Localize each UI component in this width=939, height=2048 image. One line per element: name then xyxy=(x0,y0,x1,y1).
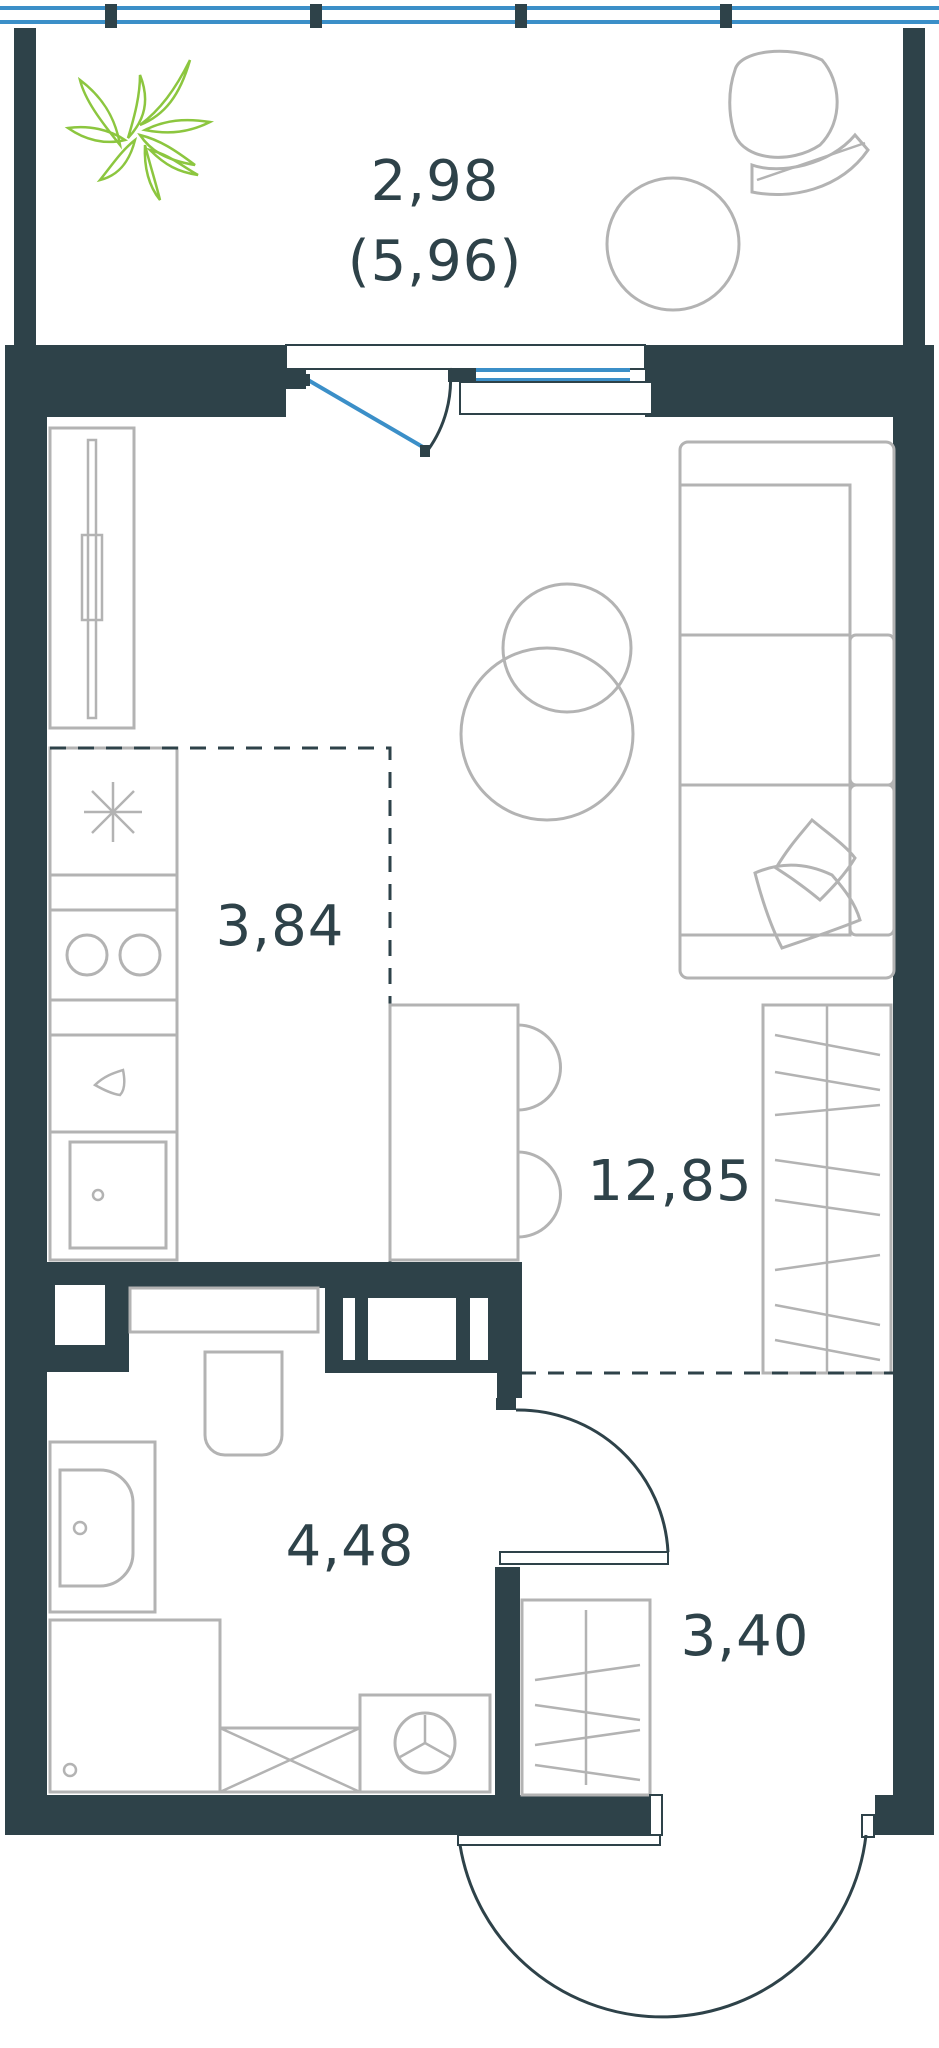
sink-icon xyxy=(48,1440,157,1614)
sofa-icon xyxy=(678,440,896,980)
hall-wardrobe-icon xyxy=(520,1598,652,1797)
dining-table-icon xyxy=(459,582,635,822)
balcony-chair-icon xyxy=(728,49,870,196)
shower-icon xyxy=(48,1618,222,1794)
bathroom-walls xyxy=(47,1262,522,1795)
pillow-icon xyxy=(753,817,862,950)
balcony-glazing xyxy=(0,4,939,28)
balcony-right-wall xyxy=(903,28,925,348)
washing-machine-icon xyxy=(358,1693,492,1794)
balcony-door xyxy=(285,344,653,457)
bathroom-door xyxy=(496,1398,670,1565)
balcony-left-wall xyxy=(14,28,36,348)
wardrobe-icon xyxy=(761,1003,893,1375)
balcony-area-alt-label: (5,96) xyxy=(348,229,522,294)
wall-cabinet-icon xyxy=(48,426,136,730)
toilet-icon xyxy=(128,1286,320,1457)
hood-icon xyxy=(84,782,142,842)
balcony-table-icon xyxy=(605,176,741,312)
balcony-area-label: 2,98 xyxy=(371,149,500,214)
desk-icon xyxy=(388,1003,562,1262)
oven-icon xyxy=(68,1140,168,1250)
cabinet-icon xyxy=(218,1726,362,1794)
exterior-walls xyxy=(5,345,934,1835)
hall-area-label: 3,40 xyxy=(681,1604,810,1669)
stove-icon xyxy=(65,933,162,977)
bathroom-area-label: 4,48 xyxy=(286,1514,415,1579)
kitchen-counter xyxy=(48,746,179,1262)
plant-icon xyxy=(64,59,215,201)
kitchen-area-label: 3,84 xyxy=(216,894,345,959)
entrance-door xyxy=(457,1794,875,2019)
living-area-label: 12,85 xyxy=(587,1149,752,1214)
sink-faucet-icon xyxy=(92,1068,126,1097)
